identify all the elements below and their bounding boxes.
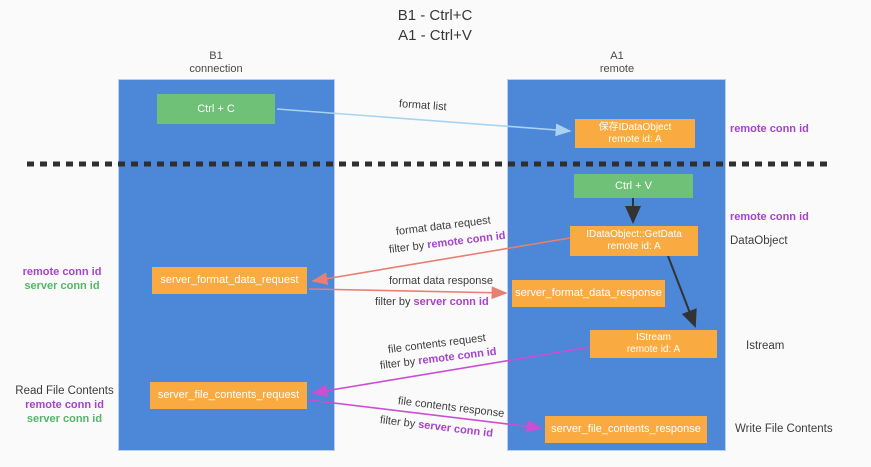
remote-conn-id-annotation-left: remote conn id [22, 266, 102, 278]
server-conn-id-annotation-bottom: server conn id [26, 413, 103, 425]
istream-line1: IStream [635, 332, 671, 343]
format-data-response-filter-label: filter by server conn id [375, 296, 489, 308]
server-file-contents-request-box: server_file_contents_request [150, 382, 307, 409]
lane-b1-title: B1 [209, 50, 223, 62]
save-idataobject-box: 保存IDataObject remote id: A [575, 119, 695, 148]
format-list-label: format list [398, 98, 447, 114]
server-conn-id-text: server conn id [413, 296, 489, 308]
format-data-response-label: format data response [389, 275, 493, 287]
save-idataobject-line2: remote id: A [608, 133, 662, 145]
format-data-response-arrow [308, 286, 508, 300]
diagram-title-line2: A1 - Ctrl+V [398, 27, 472, 44]
write-file-contents-annotation: Write File Contents [735, 423, 833, 435]
server-conn-id-annotation-left: server conn id [24, 280, 100, 292]
file-contents-response-filter-label: filter by server conn id [379, 414, 493, 440]
server-conn-id-text: server conn id [417, 418, 494, 440]
server-format-data-request-box: server_format_data_request [152, 267, 307, 294]
diagram-title: B1 - Ctrl+C A1 - Ctrl+V [335, 6, 535, 46]
istream-annotation: Istream [746, 340, 785, 352]
remote-conn-id-text: remote conn id [426, 229, 507, 252]
file-contents-response-label: file contents response [397, 395, 505, 420]
remote-conn-id-annotation-mid: remote conn id [730, 211, 809, 223]
filter-by-text: filter by [388, 239, 428, 256]
server-format-data-request-label: server_format_data_request [160, 274, 299, 286]
istream-box: IStream remote id: A [590, 330, 717, 358]
remote-conn-id-annotation-top: remote conn id [730, 123, 809, 135]
server-file-contents-response-label: server_file_contents_response [551, 423, 701, 435]
left-bottom-annotation: Read File Contents remote conn id server… [12, 384, 117, 426]
getdata-line1: IDataObject::GetData [586, 229, 682, 240]
dataobject-annotation: DataObject [730, 235, 788, 247]
ctrl-c-box: Ctrl + C [157, 94, 275, 124]
getdata-line2: remote id: A [607, 241, 661, 252]
server-format-data-response-box: server_format_data_response [512, 280, 665, 307]
getdata-box: IDataObject::GetData remote id: A [570, 226, 698, 256]
read-file-contents-annotation: Read File Contents [15, 385, 114, 397]
filter-by-text: filter by [379, 414, 419, 431]
server-file-contents-request-label: server_file_contents_request [157, 389, 300, 401]
remote-conn-id-annotation-bottom: remote conn id [25, 399, 104, 411]
server-file-contents-response-box: server_file_contents_response [545, 416, 707, 443]
lane-header-a1: A1 remote [557, 50, 677, 76]
ctrl-v-box: Ctrl + V [574, 174, 693, 198]
lane-a1-subtitle: remote [599, 63, 635, 75]
ctrl-c-label: Ctrl + C [197, 102, 235, 115]
lane-a1-title: A1 [610, 50, 624, 62]
diagram-title-line1: B1 - Ctrl+C [397, 7, 473, 24]
istream-line2: remote id: A [626, 344, 681, 355]
filter-by-text: filter by [379, 355, 419, 372]
lane-b1-subtitle: connection [189, 63, 243, 75]
lane-header-b1: B1 connection [156, 50, 276, 76]
save-idataobject-line1: 保存IDataObject [598, 121, 672, 133]
left-mid-annotation: remote conn id server conn id [12, 265, 112, 293]
filter-by-text: filter by [375, 296, 414, 308]
server-format-data-response-label: server_format_data_response [515, 287, 662, 299]
ctrl-v-label: Ctrl + V [615, 179, 652, 192]
